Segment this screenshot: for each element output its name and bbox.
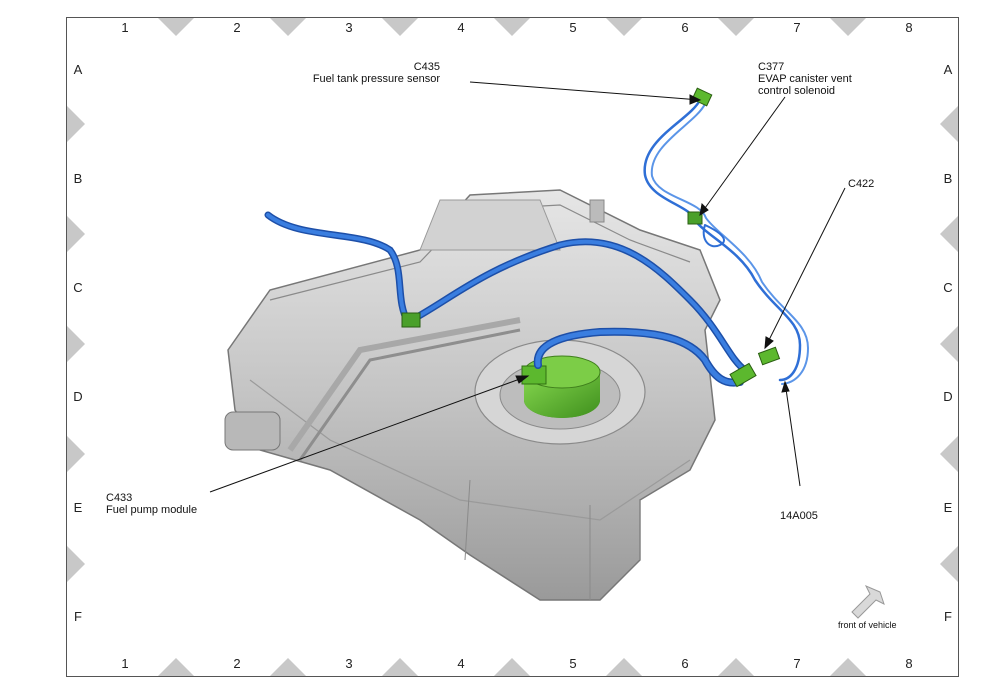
column-label-1-bottom: 1 (121, 656, 129, 671)
row-label-e-left: E (73, 500, 83, 515)
column-label-4-bottom: 4 (457, 656, 465, 671)
front-of-vehicle-label: front of vehicle (838, 620, 897, 630)
connectors (401, 87, 781, 388)
fuel-pump-module (521, 355, 601, 418)
column-label-7-top: 7 (793, 20, 801, 35)
column-label-6-top: 6 (681, 20, 689, 35)
row-label-f-right: F (944, 609, 952, 624)
row-label-e-right: E (943, 500, 953, 515)
callout-c433-code: C433 (106, 492, 133, 504)
row-label-d-right: D (943, 389, 953, 404)
c377-connector (687, 211, 703, 225)
callout-c433-desc: Fuel pump module (106, 504, 198, 516)
grommet (401, 312, 421, 328)
callout-c433: C433 Fuel pump module (106, 492, 197, 516)
row-label-c-left: C (73, 280, 83, 295)
leader-lines (209, 81, 846, 493)
callout-c435-desc: Fuel tank pressure sensor (312, 73, 440, 85)
column-label-5-bottom: 5 (569, 656, 577, 671)
row-label-b-right: B (943, 171, 953, 186)
pipe-fitting (729, 362, 757, 388)
column-label-2-bottom: 2 (233, 656, 241, 671)
column-label-6-bottom: 6 (681, 656, 689, 671)
column-label-8-top: 8 (905, 20, 913, 35)
fuel-tank (224, 189, 721, 601)
callout-c377: C377 EVAP canister vent control solenoid (758, 61, 852, 97)
arrow-down-left-icon (851, 585, 885, 619)
row-label-c-right: C (943, 280, 953, 295)
callout-c435: C435 Fuel tank pressure sensor (280, 61, 440, 85)
column-label-1-top: 1 (121, 20, 129, 35)
callout-c377-code: C377 (758, 61, 785, 73)
column-label-2-top: 2 (233, 20, 241, 35)
evap-hoses (264, 98, 810, 387)
grid-markers-left (67, 106, 85, 582)
callout-c422: C422 (848, 178, 874, 190)
callout-c377-desc-line1: EVAP canister vent (758, 73, 852, 85)
row-label-a-left: A (73, 62, 83, 77)
column-label-3-top: 3 (345, 20, 353, 35)
callout-c422-code: C422 (848, 178, 875, 190)
row-label-b-left: B (73, 171, 83, 186)
c422-connector (757, 346, 781, 366)
callout-14a005-code: 14A005 (780, 510, 818, 522)
c435-connector (691, 87, 713, 107)
column-label-3-bottom: 3 (345, 656, 353, 671)
column-label-8-bottom: 8 (905, 656, 913, 671)
row-label-d-left: D (73, 389, 83, 404)
column-label-4-top: 4 (457, 20, 465, 35)
column-label-5-top: 5 (569, 20, 577, 35)
column-label-7-bottom: 7 (793, 656, 801, 671)
grid-markers-bottom (158, 658, 866, 676)
callout-14a005: 14A005 (780, 510, 818, 522)
grid-markers-top (158, 18, 866, 36)
grid-markers-right (940, 106, 958, 582)
callout-c435-code: C435 (413, 61, 440, 73)
row-label-f-left: F (74, 609, 82, 624)
row-label-a-right: A (943, 62, 953, 77)
callout-c377-desc-line2: control solenoid (758, 85, 836, 97)
